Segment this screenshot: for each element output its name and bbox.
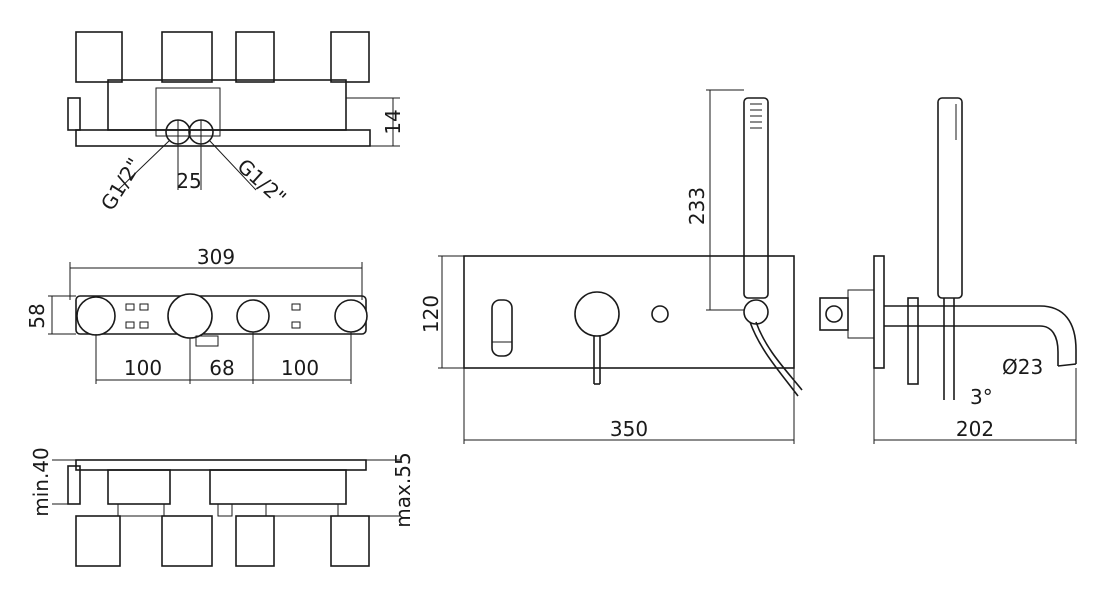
thread-left-label: G1/2" (96, 154, 147, 215)
bottom-plate (75, 459, 367, 471)
front-plate (463, 255, 795, 369)
dim-100-right: 100 (281, 356, 319, 380)
middle-body (75, 295, 367, 335)
top-view: 14 25 G1/2" G1/2" (67, 31, 405, 215)
side-hand-shower (937, 97, 963, 299)
dim-max55: max.55 (391, 452, 415, 527)
bottom-side-tab (67, 465, 81, 505)
dim-25: 25 (176, 169, 201, 193)
top-block-4 (330, 31, 370, 83)
middle-port-3 (236, 299, 270, 333)
middle-view: 309 58 100 68 100 (25, 245, 368, 384)
dim-350: 350 (610, 417, 648, 441)
bottom-leg-1 (75, 515, 121, 567)
bottom-body-right (209, 469, 347, 505)
thread-right-label: G1/2" (233, 154, 291, 210)
top-block-3 (235, 31, 275, 83)
side-handle (907, 297, 919, 385)
dim-202: 202 (956, 417, 994, 441)
shower-hose (749, 321, 799, 397)
bottom-leg-2 (161, 515, 213, 567)
dim-233: 233 (685, 187, 709, 225)
top-side-tab (67, 97, 81, 131)
top-base (75, 129, 371, 147)
hand-shower (743, 97, 769, 299)
front-spout (491, 299, 513, 357)
dim-14: 14 (381, 109, 405, 134)
bottom-leg-3 (235, 515, 275, 567)
side-body (819, 297, 849, 331)
front-diverter (651, 305, 669, 323)
middle-port-2 (167, 293, 213, 339)
side-view: Ø23 3° 202 (819, 97, 1077, 444)
top-center-box (155, 87, 221, 137)
middle-port-1 (76, 296, 116, 336)
middle-port-4 (334, 299, 368, 333)
bottom-body-left (107, 469, 171, 505)
dim-120: 120 (419, 295, 443, 333)
dim-309: 309 (197, 245, 235, 269)
shower-holder (743, 299, 769, 325)
dim-3deg: 3° (970, 385, 993, 409)
bottom-view: min.40 max.55 (29, 447, 415, 567)
dim-68: 68 (209, 356, 234, 380)
front-view: 233 120 350 (419, 89, 803, 444)
top-block-2 (161, 31, 213, 83)
dim-min40: min.40 (29, 447, 53, 517)
bottom-leg-4 (330, 515, 370, 567)
dim-58: 58 (25, 303, 49, 328)
dim-100-left: 100 (124, 356, 162, 380)
side-plate (873, 255, 885, 369)
top-block-1 (75, 31, 123, 83)
side-spout (884, 305, 1077, 364)
dim-d23: Ø23 (1002, 355, 1043, 379)
front-handle (574, 291, 620, 337)
top-body (107, 79, 347, 131)
